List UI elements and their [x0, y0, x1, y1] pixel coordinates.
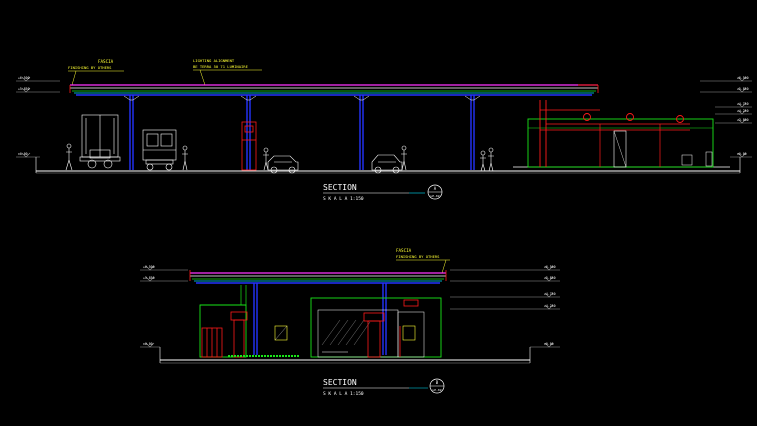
note-b-1: FASCIA	[396, 248, 412, 253]
level-text-a-r5: +3.800	[737, 118, 749, 122]
canopy-roof-a	[69, 84, 599, 96]
person-figure-1	[65, 143, 73, 171]
canopy-roof-b	[189, 270, 447, 284]
level-text-b-r2: +5.850	[544, 276, 556, 280]
level-text-b-r3: +4.750	[544, 292, 556, 296]
note-b-leader	[441, 259, 447, 274]
level-text-a-r6: ±0.00	[737, 152, 747, 156]
section-b-elevation: +6.500 +5.850 ±0.00 +6.500 +5.850 +4.750…	[140, 248, 560, 397]
level-text-a-r4: +4.250	[737, 109, 749, 113]
column-heads-a	[123, 95, 481, 101]
level-text-a-l1: +6.500	[18, 76, 30, 80]
shop-building-b	[199, 285, 442, 358]
section-a-scale: S K A L A 1:150	[323, 196, 364, 202]
fuel-pump-1	[241, 121, 257, 171]
note-canopy-a-leader	[71, 70, 77, 86]
level-text-a-r2: +5.850	[737, 87, 749, 91]
level-text-b-r4: +4.250	[544, 304, 556, 308]
shop-building-a	[513, 100, 730, 168]
person-figure-4	[401, 145, 407, 171]
note-lighting-a-leader	[199, 69, 206, 86]
section-b-callout-bubble: B LP-02	[429, 378, 445, 394]
section-a-elevation: +6.500 +5.850 ±0.00 +6.500 +5.850 +4.750…	[16, 58, 752, 202]
section-a-bubble-letter: A	[434, 186, 437, 191]
person-figure-3	[263, 147, 269, 171]
canopy-columns-b	[253, 283, 387, 355]
level-text-a-r3: +4.750	[737, 102, 749, 106]
note-canopy-a-1: FASCIA	[98, 59, 114, 64]
section-a-bubble-ref: LP-02	[430, 194, 439, 198]
note-canopy-a-2: FINISHING BY OTHERS	[68, 65, 112, 70]
level-marks-right-b	[450, 265, 560, 348]
level-text-a-l2: +5.850	[18, 87, 30, 91]
section-a-callout-bubble: A LP-02	[427, 184, 443, 200]
car-1	[267, 155, 299, 174]
level-marks-left-b	[140, 265, 188, 348]
section-b-title: SECTION	[323, 378, 357, 387]
person-figure-2	[182, 145, 188, 171]
section-b-scale: S K A L A 1:150	[323, 391, 364, 397]
section-a-title: SECTION	[323, 183, 357, 192]
level-text-a-l3: ±0.00	[18, 152, 28, 156]
section-b-bubble-letter: B	[436, 380, 439, 385]
level-text-b-l3: ±0.00	[143, 342, 153, 346]
tanker-truck	[79, 114, 121, 169]
level-text-b-r5: ±0.00	[544, 342, 554, 346]
note-b-2: FINISHING BY OTHERS	[396, 254, 440, 259]
level-text-a-r1: +6.500	[737, 76, 749, 80]
note-lighting-a-2: BE TERRA 50 71 LUMINAIRE	[193, 64, 249, 69]
fuel-dispenser-b-2	[363, 299, 419, 358]
note-lighting-a-1: LIGHTING ALIGNMENT	[193, 58, 235, 63]
level-text-b-l1: +6.500	[143, 265, 155, 269]
level-marks-left-a	[16, 76, 60, 158]
level-text-b-l2: +5.850	[143, 276, 155, 280]
fuel-dispenser-cabinet-1	[142, 129, 177, 171]
ground-line-b	[159, 347, 531, 364]
level-text-b-r1: +6.500	[544, 265, 556, 269]
hatched-wall-b	[321, 319, 371, 346]
canopy-columns-a	[129, 95, 475, 170]
person-figure-5	[480, 147, 494, 172]
section-b-bubble-ref: LP-02	[432, 388, 441, 392]
fuel-dispenser-b-1	[201, 311, 248, 358]
level-marks-right-a	[700, 76, 752, 158]
ground-line-a	[35, 157, 741, 174]
car-2	[371, 154, 403, 174]
